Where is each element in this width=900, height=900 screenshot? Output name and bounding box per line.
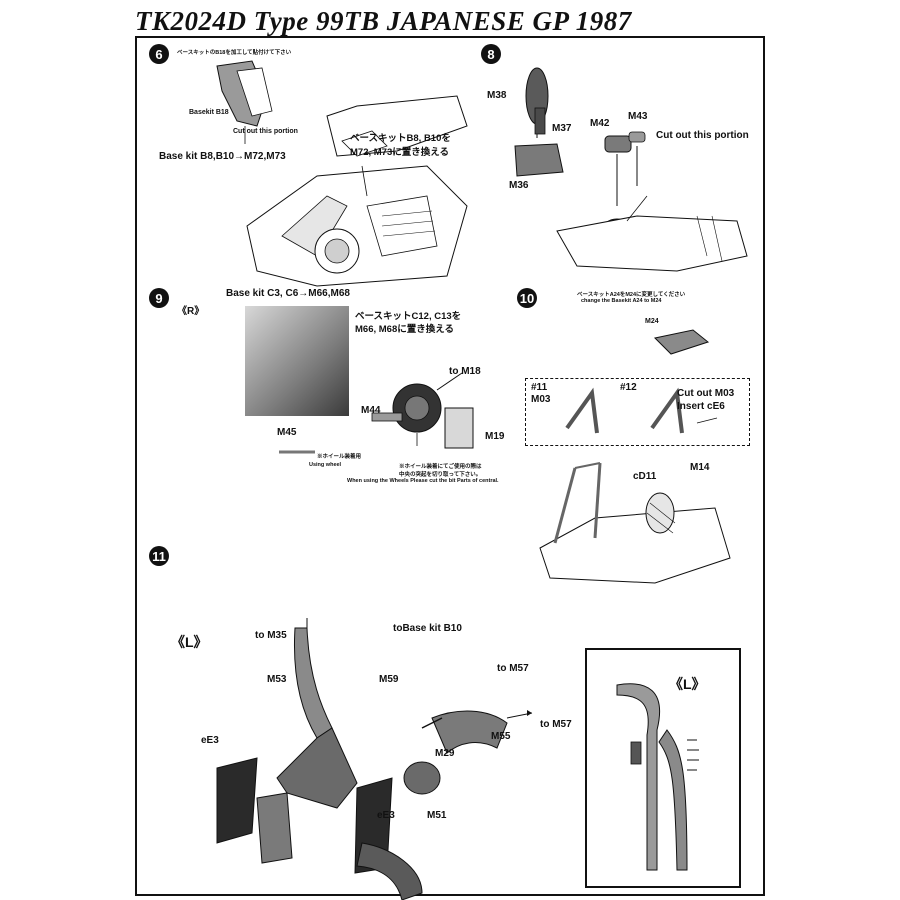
step-11-to-m35: to M35: [255, 630, 287, 641]
step-10-box-12: #12: [620, 382, 637, 393]
step-9-jp-replace-1: ベースキットC12, C13を: [355, 311, 462, 322]
step-10-box-m03: M03: [531, 394, 551, 405]
step-11-m53: M53: [267, 674, 287, 685]
step-9-to-m18: to M18: [449, 366, 481, 377]
step-9-m19: M19: [485, 431, 505, 442]
step-10-detail-box: [525, 378, 750, 446]
step-11-ee3-b: eE3: [377, 810, 395, 821]
step-11-illustration: [216, 618, 533, 900]
step-8-badge: 8: [481, 44, 501, 64]
step-8-m37: M37: [552, 123, 572, 134]
step-9-jp-replace-2: M66, M68に置き換える: [355, 324, 454, 335]
step-10-box-insert: Insert cE6: [677, 401, 725, 412]
step-6-badge: 6: [149, 44, 169, 64]
step-11-to-base-b10: toBase kit B10: [393, 623, 462, 634]
step-9-side: 《R》: [177, 306, 205, 317]
instruction-frame: 6 ベースキットのB18を加工して貼付けて下さい Basekit B18 Cut…: [135, 36, 765, 900]
step-8-m36: M36: [509, 180, 529, 191]
sheet-title: TK2024D Type 99TB JAPANESE GP 1987: [135, 6, 632, 36]
step-9-hub-illustration: [371, 372, 474, 449]
step-8-m43: M43: [628, 111, 648, 122]
step-6-jp-replace-2: M72, M73に置き換える: [350, 147, 449, 158]
step-10-box-11: #11: [531, 382, 548, 393]
step-11-ee3-a: eE3: [201, 735, 219, 746]
sheet-header: TK2024D Type 99TB JAPANESE GP 1987: [135, 6, 765, 40]
step-9-m44: M44: [361, 405, 381, 416]
step-6-jp-note: ベースキットのB18を加工して貼付けて下さい: [177, 50, 292, 56]
step-9-replace-en: Base kit C3, C6→M66,M68: [226, 288, 350, 299]
step-9-jp-wheel: ※ホイール装着用: [317, 454, 362, 460]
step-11-m29: M29: [435, 748, 455, 759]
step-6-basekit-b18: Basekit B18: [189, 109, 229, 116]
step-9-en-note: When using the Wheels Please cut the bit…: [347, 478, 499, 484]
step-8-illustration: [514, 67, 748, 272]
step-11-m55: M55: [491, 731, 511, 742]
step-10-chassis-illustration: [539, 462, 731, 584]
step-8-m42: M42: [590, 118, 610, 129]
step-11-inset-illustration: [616, 683, 699, 871]
step-11-inset-box: 《L》: [585, 648, 741, 888]
step-10-jp-note: ベースキットA24をM24に変更してください: [577, 292, 686, 298]
step-9-jp-note-1: ※ホイール装着にてご使用の際は: [399, 464, 482, 470]
step-10-arm-illustration: [565, 387, 718, 434]
step-11-inset-side: 《L》: [669, 676, 706, 692]
step-11-m51: M51: [427, 810, 447, 821]
step-11-m59: M59: [379, 674, 399, 685]
step-10-m24: M24: [645, 318, 659, 325]
step-6-jp-replace-1: ベースキットB8, B10を: [350, 133, 451, 144]
step-11-to-m57-a: to M57: [497, 663, 529, 674]
step-10-m24-part: [653, 329, 710, 355]
step-6-replace-en: Base kit B8,B10→M72,M73: [159, 151, 286, 162]
instruction-sheet: TK2024D Type 99TB JAPANESE GP 1987 6 ベース…: [135, 0, 765, 900]
step-9-m45: M45: [277, 427, 297, 438]
step-8-cut-out: Cut out this portion: [656, 130, 749, 141]
step-6-cut-out: Cut out this portion: [233, 128, 298, 135]
step-10-m14: M14: [690, 462, 710, 473]
step-9-using-wheel: Using wheel: [309, 462, 342, 468]
step-10-badge: 10: [517, 288, 537, 308]
step-10-box-cut: Cut out M03: [677, 388, 735, 399]
step-10-cd11: cD11: [633, 471, 657, 482]
step-6-illustration: [216, 60, 468, 287]
step-9-m45-part: [279, 450, 315, 454]
step-11-to-m57-b: to M57: [540, 719, 572, 730]
step-9-reference-photo: [245, 306, 349, 416]
step-11-badge: 11: [149, 546, 169, 566]
step-9-badge: 9: [149, 288, 169, 308]
step-11-side-left: 《L》: [171, 634, 208, 650]
step-10-en-note: change the Basekit A24 to M24: [581, 298, 662, 304]
step-8-m38: M38: [487, 90, 507, 101]
step-9-jp-note-2: 中央の突起を切り取って下さい。: [399, 472, 482, 478]
